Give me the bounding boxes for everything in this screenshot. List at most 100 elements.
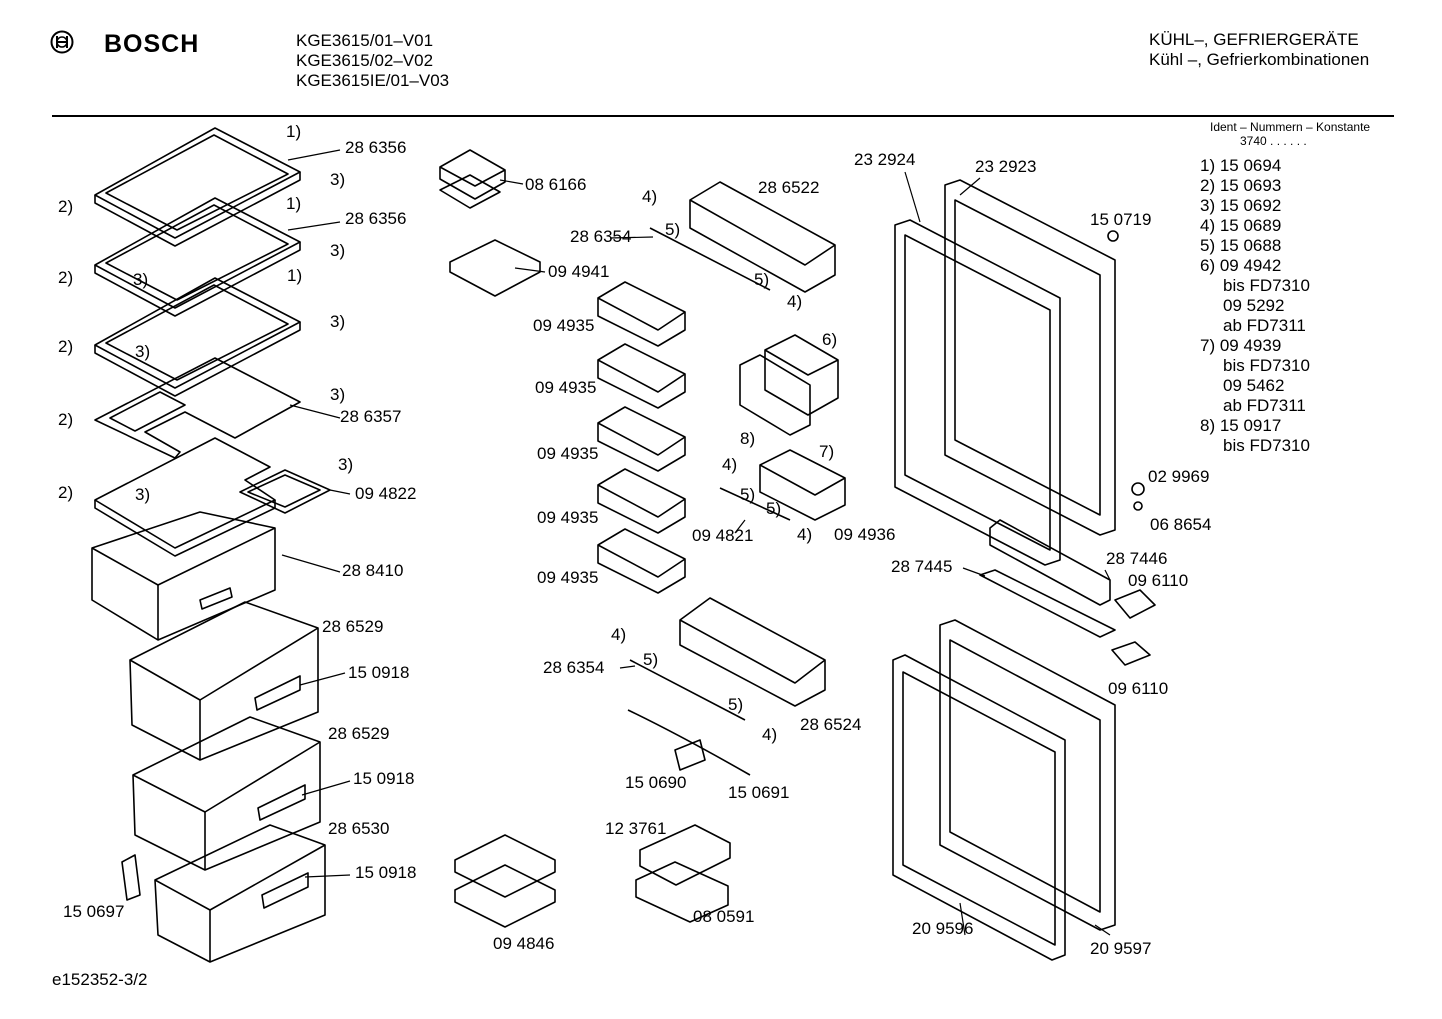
label-09-4936: 09 4936 [834, 525, 895, 544]
fridge-door [944, 179, 1116, 536]
label-09-6110: 09 6110 [1108, 679, 1168, 698]
label-09-4846: 09 4846 [493, 934, 554, 953]
callout-5: 5) [740, 485, 755, 504]
label-08-0591: 08 0591 [693, 907, 754, 926]
ident-block: Ident – Nummern – Konstante 3740 . . . .… [1210, 120, 1370, 148]
model-1: KGE3615/01–V01 [296, 31, 434, 50]
legend-item: 3) 15 0692 [1200, 196, 1282, 215]
legend-item: 09 5292 [1223, 296, 1285, 315]
legend-item: 6) 09 4942 [1200, 256, 1282, 275]
label-09-4935: 09 4935 [535, 378, 596, 397]
door-shelf-bottom [679, 597, 826, 707]
hinge-plate [989, 519, 1111, 606]
crisper-drawer-2 [132, 716, 321, 871]
callout-1: 1) [286, 122, 301, 141]
model-3: KGE3615IE/01–V03 [296, 71, 450, 90]
callout-3: 3) [330, 170, 345, 189]
screw-part [1107, 230, 1119, 242]
label-15-0719: 15 0719 [1090, 210, 1151, 229]
glass-shelf-2 [94, 197, 301, 317]
callout-5: 5) [665, 220, 680, 239]
callout-3: 3) [135, 342, 150, 361]
label-20-9597: 20 9597 [1090, 939, 1151, 958]
legend-item: 8) 15 0917 [1200, 416, 1282, 435]
callout-2: 2) [58, 268, 73, 287]
label-28-6524: 28 6524 [800, 715, 861, 734]
freezer-door [939, 619, 1116, 931]
callout-5: 5) [728, 695, 743, 714]
callout-3: 3) [338, 455, 353, 474]
title-line-1: KÜHL–, GEFRIERGERÄTE [1149, 30, 1359, 49]
legend-item: bis FD7310 [1223, 276, 1310, 295]
cap-part [1131, 482, 1145, 496]
label-23-2924: 23 2924 [854, 150, 915, 169]
part-legend: 1) 15 0694 2) 15 0693 3) 15 0692 4) 15 0… [1200, 156, 1310, 456]
rod [649, 227, 771, 291]
label-28-6354: 28 6354 [570, 227, 631, 246]
label-28-6530: 28 6530 [328, 819, 389, 838]
callout-2: 2) [58, 197, 73, 216]
label-15-0690: 15 0690 [625, 773, 686, 792]
callout-5: 5) [643, 650, 658, 669]
callout-3: 3) [330, 385, 345, 404]
label-08-6166: 08 6166 [525, 175, 586, 194]
freezer-packs [454, 834, 556, 928]
label-28-6529: 28 6529 [322, 617, 383, 636]
diagram-code: e152352-3/2 [52, 970, 148, 989]
callout-1: 1) [287, 266, 302, 285]
callout-5: 5) [766, 499, 781, 518]
label-15-0918: 15 0918 [353, 769, 414, 788]
bosch-logo-icon [50, 30, 74, 54]
ident-value: 3740 . . . . . . [1240, 134, 1307, 148]
callout-2: 2) [58, 483, 73, 502]
crisper-drawer-1 [129, 601, 319, 761]
callout-4: 4) [762, 725, 777, 744]
legend-item: bis FD7310 [1223, 436, 1310, 455]
hinge-cover [1111, 641, 1151, 666]
label-28-7446: 28 7446 [1106, 549, 1167, 568]
label-09-4822: 09 4822 [355, 484, 416, 503]
legend-item: 4) 15 0689 [1200, 216, 1282, 235]
legend-item: bis FD7310 [1223, 356, 1310, 375]
callout-4: 4) [787, 292, 802, 311]
legend-item: 5) 15 0688 [1200, 236, 1282, 255]
callout-4: 4) [642, 187, 657, 206]
rod [629, 659, 746, 721]
label-09-4935: 09 4935 [537, 508, 598, 527]
legend-item: 7) 09 4939 [1200, 336, 1282, 355]
fridge-door-gasket [894, 219, 1061, 566]
callout-3: 3) [330, 241, 345, 260]
brand-name: BOSCH [104, 30, 200, 58]
callout-3: 3) [330, 312, 345, 331]
glass-shelf-3 [94, 277, 301, 397]
egg-tray [449, 239, 541, 297]
label-28-6356: 28 6356 [345, 209, 406, 228]
door-shelf-top [689, 181, 836, 293]
glass-shelf-5 [94, 437, 276, 557]
label-09-4821: 09 4821 [692, 526, 753, 545]
callout-4: 4) [722, 455, 737, 474]
title-line-2: Kühl –, Gefrierkombinationen [1149, 50, 1370, 69]
label-06-8654: 06 8654 [1150, 515, 1211, 534]
chiller-drawer [91, 511, 276, 641]
callout-4: 4) [797, 525, 812, 544]
callout-7: 7) [819, 442, 834, 461]
legend-item: 2) 15 0693 [1200, 176, 1282, 195]
label-09-4935: 09 4935 [533, 316, 594, 335]
split-shelf [94, 357, 301, 459]
label-12-3761: 12 3761 [605, 819, 666, 838]
callout-1: 1) [286, 194, 301, 213]
label-28-6522: 28 6522 [758, 178, 819, 197]
hinge-bracket [1114, 589, 1156, 619]
door-shelf-small [759, 449, 846, 521]
callout-6: 6) [822, 330, 837, 349]
freezer-door-gasket [892, 654, 1066, 961]
model-list: KGE3615/01–V01 KGE3615/02–V02 KGE3615IE/… [296, 31, 449, 91]
ident-label: Ident – Nummern – Konstante [1210, 120, 1371, 134]
label-15-0918: 15 0918 [355, 863, 416, 882]
label-15-0691: 15 0691 [728, 783, 789, 802]
legend-item: ab FD7311 [1223, 396, 1306, 415]
small-bins [597, 281, 686, 594]
label-28-6529: 28 6529 [328, 724, 389, 743]
